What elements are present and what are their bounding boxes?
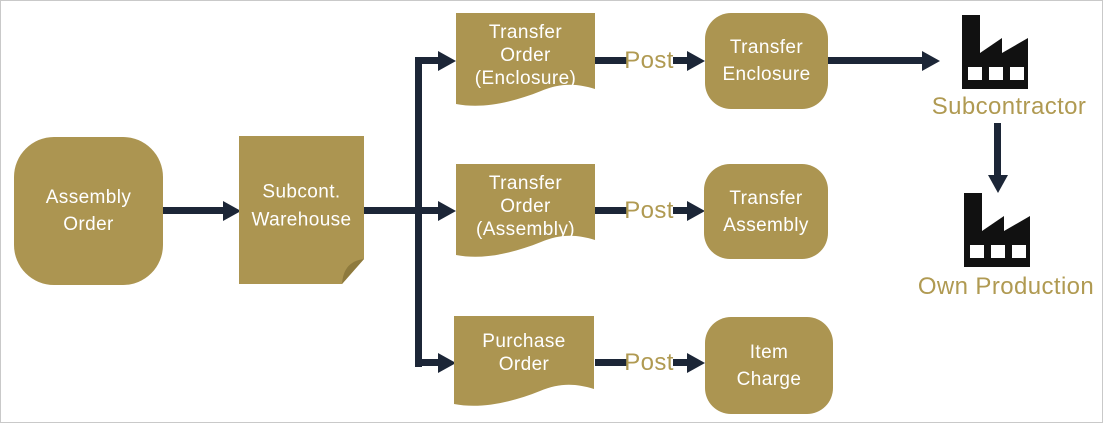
arrowhead-icon <box>438 51 456 71</box>
connector-branch-bottom <box>415 359 438 366</box>
connector-purchase-post-left <box>595 359 627 366</box>
connector-enclosure-post-right <box>673 57 689 64</box>
connector-purchase-post-right <box>673 359 689 366</box>
factory-icon-own-production <box>958 191 1038 267</box>
node-line: Enclosure <box>722 64 811 85</box>
post-label-middle: Post <box>624 197 674 224</box>
connector-warehouse-to-branch <box>364 207 438 214</box>
node-line: Order <box>500 45 551 66</box>
connector-enclosure-to-subcontractor <box>828 57 924 64</box>
connector-enclosure-post-left <box>595 57 627 64</box>
arrowhead-icon <box>223 201 241 221</box>
arrowhead-icon <box>922 51 940 71</box>
node-transfer-assembly: Transfer Assembly <box>704 164 828 259</box>
node-transfer-order-assembly: Transfer Order (Assembly) <box>456 164 595 268</box>
arrowhead-icon <box>687 353 705 373</box>
document-shape <box>454 316 594 406</box>
node-assembly-order: Assembly Order <box>14 137 163 285</box>
node-line: Order <box>63 214 114 235</box>
factory-icon-subcontractor <box>956 13 1036 89</box>
node-line: Warehouse <box>251 209 352 231</box>
node-line: Assembly <box>723 214 809 236</box>
node-line: (Enclosure) <box>474 68 577 89</box>
node-line: Subcont. <box>262 181 341 203</box>
arrowhead-icon <box>687 201 705 221</box>
node-line: Purchase <box>482 331 566 352</box>
connector-branch-trunk <box>415 57 422 367</box>
connector-assembly-post-left <box>595 207 627 214</box>
own-production-label: Own Production <box>917 273 1095 300</box>
connector-assembly-to-warehouse <box>163 207 225 214</box>
node-line: Transfer <box>729 187 803 209</box>
node-line: Item <box>749 341 789 363</box>
document-shape <box>456 164 595 257</box>
node-line: Order <box>500 196 551 217</box>
node-line: (Assembly) <box>475 219 575 240</box>
node-line: Charge <box>736 368 802 390</box>
subcontractor-label: Subcontractor <box>931 93 1087 120</box>
node-purchase-order: Purchase Order <box>454 316 594 416</box>
arrowhead-icon <box>438 201 456 221</box>
node-line: Assembly <box>45 187 132 208</box>
node-item-charge: Item Charge <box>705 317 833 414</box>
arrowhead-icon <box>988 175 1008 193</box>
connector-branch-top <box>415 57 438 64</box>
node-transfer-order-enclosure: Transfer Order (Enclosure) <box>456 13 595 117</box>
node-line: Transfer <box>488 22 563 43</box>
connector-assembly-post-right <box>673 207 689 214</box>
connector-subcontractor-to-own-production <box>994 123 1001 177</box>
node-line: Transfer <box>729 37 804 58</box>
node-line: Transfer <box>488 173 563 194</box>
arrowhead-icon <box>438 353 456 373</box>
document-shape <box>456 13 595 106</box>
folded-sheet-shape <box>239 136 364 284</box>
post-label-top: Post <box>624 47 674 74</box>
node-line: Order <box>498 354 550 375</box>
arrowhead-icon <box>687 51 705 71</box>
node-transfer-enclosure: Transfer Enclosure <box>705 13 828 109</box>
post-label-bottom: Post <box>624 349 674 376</box>
node-subcont-warehouse: Subcont. Warehouse <box>239 136 364 284</box>
